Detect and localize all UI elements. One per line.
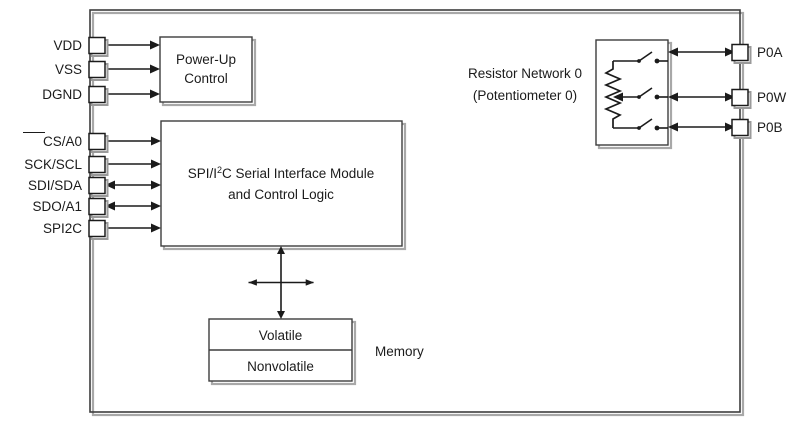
pin-row-spi2c: SPI2C <box>43 219 161 240</box>
pin-pad-dgnd[interactable] <box>88 85 106 104</box>
power-up-control-label-line1: Power-Up <box>176 52 236 67</box>
pin-pad-vdd[interactable] <box>88 36 106 55</box>
pin-label-vdd: VDD <box>53 38 82 53</box>
switch-terminal-b <box>613 118 668 131</box>
pin-row-sck-scl: SCK/SCL <box>24 155 161 176</box>
power-up-control-block: Power-Up Control <box>159 36 257 107</box>
pin-pad-spi2c[interactable] <box>88 219 106 238</box>
pin-label-p0a: P0A <box>757 45 783 60</box>
serial-interface-label-line1: SPI/I2C Serial Interface Module <box>188 165 375 181</box>
pin-row-sdo-a1: SDO/A1 <box>32 197 161 218</box>
serial-interface-label-post: C Serial Interface Module <box>222 166 374 181</box>
pin-row-sdi-sda: SDI/SDA <box>28 176 161 197</box>
pin-label-sck-scl: SCK/SCL <box>24 157 82 172</box>
resistor-network-caption: Resistor Network 0 (Potentiometer 0) <box>468 66 582 103</box>
pin-pad-cs-a0[interactable] <box>88 132 106 151</box>
pin-pad-sdi-sda[interactable] <box>88 176 106 195</box>
pin-row-p0w: P0W <box>668 88 787 109</box>
pin-pad-p0b[interactable] <box>731 118 749 137</box>
pin-label-spi2c: SPI2C <box>43 221 82 236</box>
pin-pad-vss[interactable] <box>88 60 106 79</box>
pin-row-dgnd: DGND <box>42 85 160 106</box>
switch-terminal-w <box>613 87 668 102</box>
pin-label-dgnd: DGND <box>42 87 82 102</box>
resistor-ladder-icon <box>603 61 623 128</box>
pin-pad-p0a[interactable] <box>731 43 749 62</box>
pin-row-vdd: VDD <box>53 36 160 57</box>
serial-interface-label-superscript: 2 <box>217 165 222 175</box>
pin-label-cs-a0: CS/A0 <box>43 134 82 149</box>
pin-row-cs-a0: CS/A0 <box>23 131 161 153</box>
resistor-network-block <box>595 39 673 150</box>
pin-row-p0b: P0B <box>668 118 783 139</box>
serial-interface-label-pre: SPI/I <box>188 166 217 181</box>
memory-interface-bus-arrow <box>248 246 315 319</box>
resistor-network-caption-line2: (Potentiometer 0) <box>473 88 577 103</box>
memory-nonvolatile-label: Nonvolatile <box>247 359 314 374</box>
memory-side-label: Memory <box>375 344 424 359</box>
power-up-control-label-line2: Control <box>184 71 228 86</box>
memory-block: Volatile Nonvolatile Memory <box>208 318 424 386</box>
memory-volatile-label: Volatile <box>259 328 303 343</box>
pin-pad-sdo-a1[interactable] <box>88 197 106 216</box>
pin-label-p0w: P0W <box>757 90 787 105</box>
pin-label-p0b: P0B <box>757 120 783 135</box>
resistor-network-caption-line1: Resistor Network 0 <box>468 66 582 81</box>
switch-terminal-a <box>613 51 668 64</box>
spi-i2c-serial-interface-block: SPI/I2C Serial Interface Module and Cont… <box>160 120 407 251</box>
pin-pad-p0w[interactable] <box>731 88 749 107</box>
pin-pad-sck-scl[interactable] <box>88 155 106 174</box>
pin-label-sdi-sda: SDI/SDA <box>28 178 82 193</box>
pin-row-vss: VSS <box>55 60 160 81</box>
pin-row-p0a: P0A <box>668 43 783 64</box>
serial-interface-label-line2: and Control Logic <box>228 187 334 202</box>
pin-label-sdo-a1: SDO/A1 <box>32 199 82 214</box>
pin-label-vss: VSS <box>55 62 82 77</box>
